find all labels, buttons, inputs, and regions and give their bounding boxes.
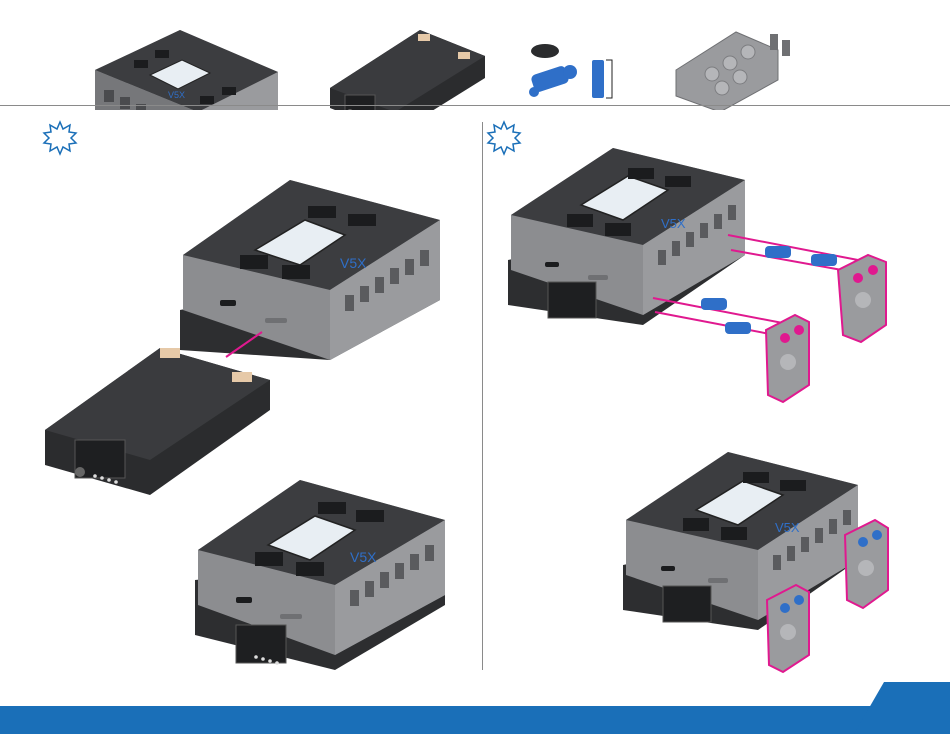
step-1-illustration: V5X [0,110,482,700]
brain-logo-text: V5X [350,549,377,565]
section-divider-horizontal [0,105,950,106]
battery-icon [330,30,485,110]
brain-large: V5X [180,180,440,360]
brain-icon: V5X [92,30,282,110]
footer-bar [0,706,950,734]
corner-plate-icon [845,520,888,608]
step-2-illustration: V5X [483,110,950,700]
page-corner-tab [854,682,950,734]
connector-pin-icon [529,44,612,98]
brain-assembled: V5X [623,452,858,630]
brain-logo-text: V5X [168,90,185,100]
brain-assembled: V5X [195,480,445,670]
corner-plate-icon [766,315,809,402]
brain-logo-text: V5X [340,255,367,271]
corner-plate-icon [838,255,886,342]
corner-plate-icon [676,32,790,110]
parts-strip: V5X [0,0,950,110]
brain-logo-text: V5X [775,520,800,535]
battery-large [45,348,270,495]
corner-plate-icon [767,585,809,672]
brain-logo-text: V5X [661,216,686,231]
